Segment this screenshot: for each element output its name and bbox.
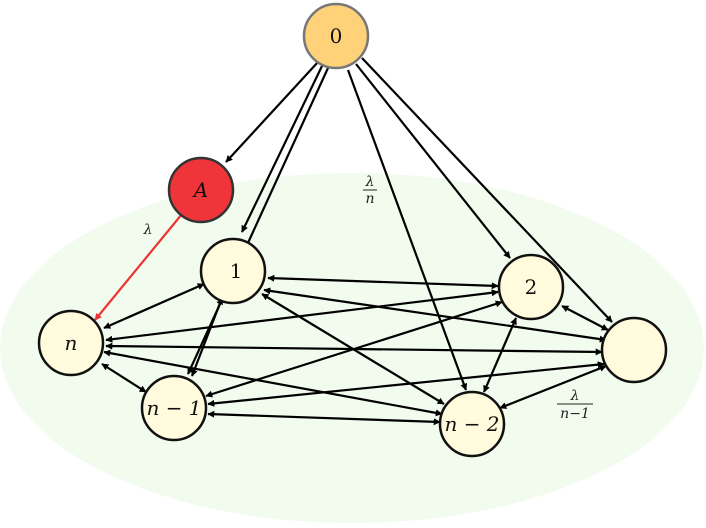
edge-1-2	[267, 274, 499, 290]
peer-rate-numerator: λ	[570, 388, 580, 404]
node-n-minus-2: n − 2	[438, 390, 506, 458]
source-rate-denominator: n	[365, 191, 374, 207]
node-n-minus-1: n − 1	[140, 374, 208, 442]
node-0-label: 0	[330, 24, 343, 48]
edge-0-to-2	[355, 63, 511, 259]
node-n-minus-1-label: n − 1	[146, 396, 201, 420]
node-A: A	[167, 156, 235, 224]
node-2: 2	[497, 253, 565, 321]
edge-n-minus-2-unlabeled	[499, 364, 607, 410]
node-A-circle	[167, 156, 235, 224]
node-0: 0	[302, 2, 370, 70]
node-A-label: A	[192, 178, 208, 202]
peer-rate-label: λ n−1	[557, 388, 593, 422]
attack-rate-label: λ	[143, 222, 153, 238]
node-unlabeled	[600, 316, 668, 384]
peer-rate-denominator: n−1	[560, 406, 590, 422]
node-1: 1	[199, 237, 267, 305]
node-n-minus-2-label: n − 2	[444, 412, 499, 436]
edge-0-to-A	[225, 61, 319, 163]
edge-n-unlabeled	[105, 342, 603, 356]
node-n-label: n	[65, 331, 78, 355]
edge-n-n-minus-1	[101, 363, 147, 393]
peer-edges	[101, 274, 609, 426]
source-rate-numerator: λ	[365, 174, 375, 190]
source-rate-label: λ n	[363, 174, 377, 207]
node-unlabeled-circle	[600, 316, 668, 384]
node-n-circle	[37, 309, 105, 377]
edge-0-to-unlabeled	[361, 57, 613, 323]
node-2-circle	[497, 253, 565, 321]
edge-2-unlabeled	[561, 305, 609, 331]
edge-0-to-1	[241, 65, 323, 233]
node-1-label: 1	[230, 259, 243, 283]
node-n-minus-1-circle	[140, 374, 208, 442]
node-0-circle	[302, 2, 370, 70]
node-1-circle	[199, 237, 267, 305]
node-n: n	[37, 309, 105, 377]
edge-n-minus-1-n-minus-2	[207, 410, 441, 426]
node-2-label: 2	[525, 275, 538, 299]
node-n-minus-2-circle	[438, 390, 506, 458]
